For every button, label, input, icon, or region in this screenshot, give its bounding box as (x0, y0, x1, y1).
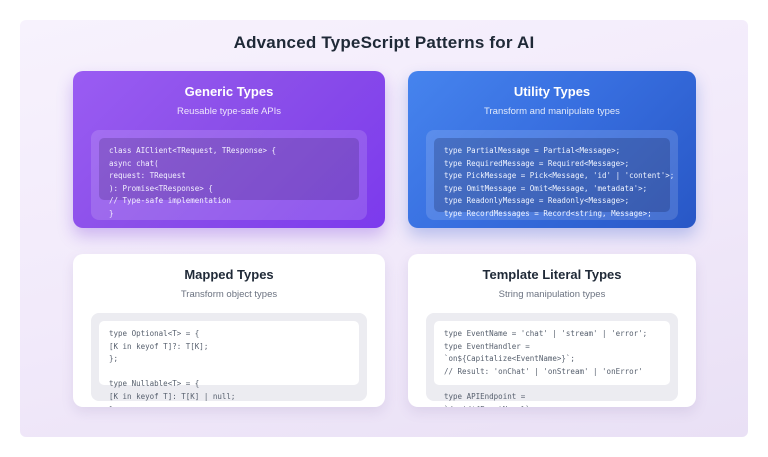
code-line: ): Promise<TResponse> { (109, 183, 213, 193)
code-line: }; (109, 404, 349, 407)
code-line: [K in keyof T]: T[K] | null; (109, 391, 236, 401)
code-container: type PartialMessage = Partial<Message>; t… (426, 129, 678, 220)
code-line: class AIClient<TRequest, TResponse> { (109, 145, 277, 155)
code-container: class AIClient<TRequest, TResponse> { asy… (91, 129, 367, 220)
code-line: `/api/${EventName}`; (444, 404, 660, 407)
code-container: type EventName = 'chat' | 'stream' | 'er… (426, 312, 678, 407)
card-title: Template Literal Types (482, 267, 622, 282)
code-block: type EventName = 'chat' | 'stream' | 'er… (434, 320, 670, 407)
code-line: // Type-safe implementation (109, 196, 231, 206)
card-subtitle: Transform object types (180, 288, 278, 300)
card-template-literal-types: Template Literal Types String manipulati… (408, 254, 696, 407)
code-line: [K in keyof T]?: T[K]; (109, 341, 209, 351)
code-line: type OmitMessage = Omit<Message, 'metada… (444, 183, 648, 193)
card-subtitle: String manipulation types (498, 288, 606, 300)
code-line: type EventHandler = (444, 341, 530, 351)
code-block: class AIClient<TRequest, TResponse> { asy… (99, 137, 359, 218)
code-block: type PartialMessage = Partial<Message>; t… (434, 137, 675, 218)
code-line (444, 378, 660, 391)
code-line: request: TRequest (109, 171, 186, 181)
code-line (109, 366, 349, 379)
content-panel: Advanced TypeScript Patterns for AI Gene… (20, 20, 748, 437)
card-title: Utility Types (513, 84, 591, 99)
page-title: Advanced TypeScript Patterns for AI (233, 33, 535, 52)
card-generic-types: Generic Types Reusable type-safe APIs cl… (73, 71, 385, 228)
code-line: type Nullable<T> = { (109, 379, 200, 389)
code-container: type Optional<T> = { [K in keyof T]?: T[K… (91, 312, 367, 407)
code-line: type Optional<T> = { (109, 328, 200, 338)
code-line: type RequiredMessage = Required<Message>… (444, 158, 630, 168)
code-line: async chat( (109, 158, 159, 168)
code-line: type PickMessage = Pick<Message, 'id' | … (444, 171, 675, 181)
code-line: // Result: 'onChat' | 'onStream' | 'onEr… (444, 366, 643, 376)
cards-grid: Generic Types Reusable type-safe APIs cl… (73, 71, 696, 407)
code-line: type EventName = 'chat' | 'stream' | 'er… (444, 328, 648, 338)
code-line: type RecordMessages = Record<string, Mes… (444, 208, 652, 218)
code-line: type PartialMessage = Partial<Message>; (444, 145, 621, 155)
card-mapped-types: Mapped Types Transform object types type… (73, 254, 385, 407)
card-subtitle: Reusable type-safe APIs (176, 105, 282, 117)
code-block: type Optional<T> = { [K in keyof T]?: T[K… (99, 320, 359, 407)
code-line: type APIEndpoint = (444, 391, 526, 401)
card-utility-types: Utility Types Transform and manipulate t… (408, 71, 696, 228)
code-line: }; (109, 354, 119, 364)
code-line: type ReadonlyMessage = Readonly<Message>… (444, 196, 630, 206)
card-title: Generic Types (184, 84, 274, 99)
code-line: } (109, 208, 114, 218)
code-line: `on${Capitalize<EventName>}`; (444, 354, 575, 364)
card-title: Mapped Types (184, 267, 274, 282)
card-subtitle: Transform and manipulate types (484, 105, 620, 117)
